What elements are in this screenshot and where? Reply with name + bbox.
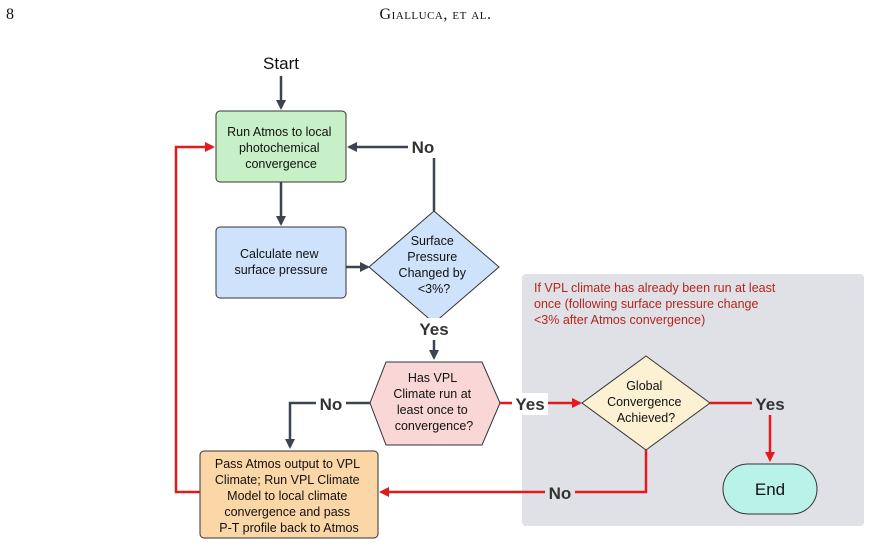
- label-no-top: No: [412, 138, 435, 157]
- label-yes-right: Yes: [515, 395, 544, 414]
- conditional-note: If VPL climate has already been run at l…: [534, 281, 779, 327]
- node-calc-pressure: [215, 226, 347, 299]
- node-calc-pressure-text: Calculate new surface pressure: [234, 247, 327, 277]
- label-no-left: No: [320, 395, 343, 414]
- node-has-vpl-text: Has VPL Climate run at least once to con…: [393, 371, 474, 433]
- start-label: Start: [263, 54, 299, 73]
- label-yes-end: Yes: [755, 395, 784, 414]
- label-no-bottom: No: [549, 484, 572, 503]
- running-head: Gialluca, et al.: [379, 6, 492, 23]
- node-global-convergence-text: Global Convergence Achieved?: [607, 379, 685, 425]
- node-pass-atmos-text: Pass Atmos output to VPL Climate; Run VP…: [215, 457, 363, 535]
- node-end-text: End: [755, 480, 785, 499]
- node-pass-atmos: [199, 450, 379, 539]
- node-end: [722, 463, 818, 515]
- node-surface-pressure-text: Surface Pressure Changed by <3%?: [399, 234, 470, 296]
- page-number: 8: [6, 6, 14, 23]
- label-yes-middle: Yes: [419, 320, 448, 339]
- node-run-atmos-text: Run Atmos to local photochemical converg…: [227, 125, 335, 171]
